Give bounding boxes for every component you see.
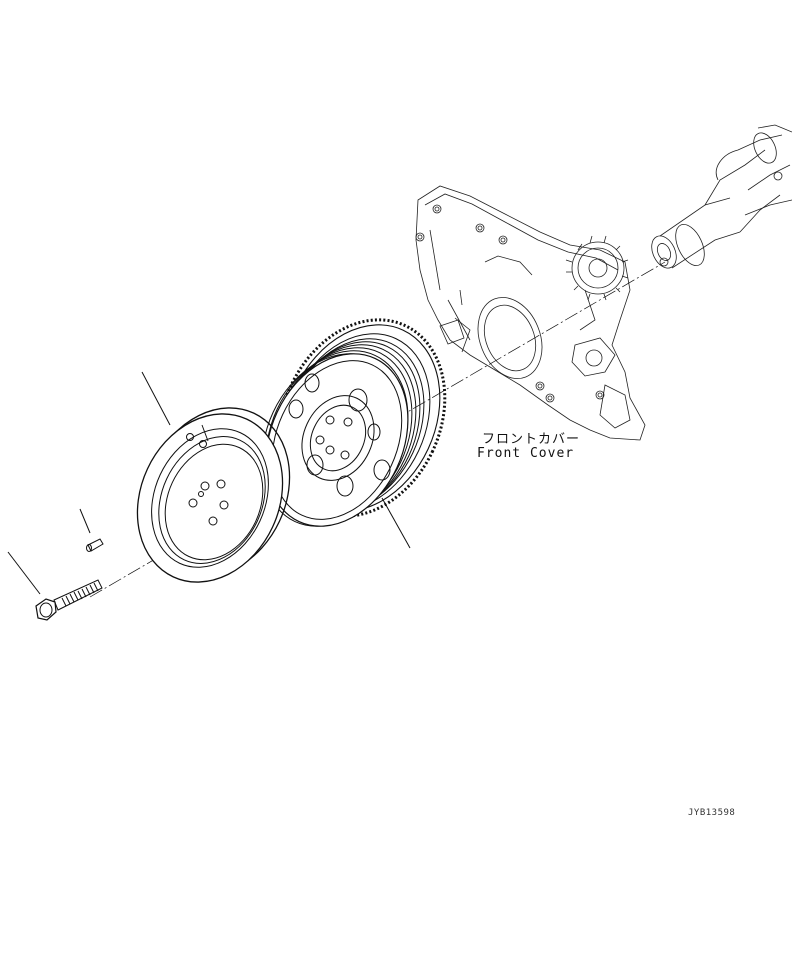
front-cover-housing (415, 185, 646, 441)
crank-pulley-ring-gear (261, 318, 447, 549)
crankshaft (651, 124, 792, 269)
dowel-pin (79, 508, 104, 552)
drawing-id: JYB13598 (688, 808, 736, 818)
front-cover-label-en: Front Cover (477, 446, 575, 461)
front-cover-label-jp: フロントカバー (482, 432, 581, 447)
mounting-bolt (7, 551, 103, 621)
vibration-damper (136, 371, 291, 583)
